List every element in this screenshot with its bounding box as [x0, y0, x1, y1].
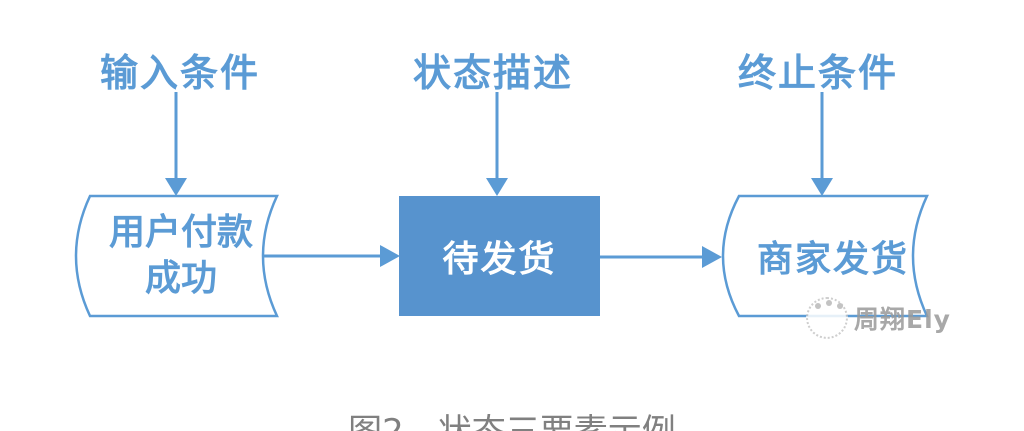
input-node-label: 用户付款 成功 — [108, 212, 253, 299]
figure-caption: 图2 状态三要素示例 — [0, 404, 1024, 431]
arrow-right-input-to-state — [263, 245, 400, 267]
watermark: 周翔Ely — [806, 297, 951, 339]
termination-node-shape — [721, 194, 929, 318]
arrow-down-state — [486, 92, 508, 196]
paw-logo-icon — [806, 297, 848, 339]
label-termination-condition: 终止条件 — [737, 51, 898, 95]
arrow-down-termination — [811, 92, 833, 196]
state-node-shape — [399, 196, 600, 316]
input-node-shape — [74, 194, 279, 318]
arrow-right-state-to-termination — [600, 246, 722, 268]
arrow-down-input — [165, 92, 187, 196]
label-state-description: 状态描述 — [412, 51, 573, 95]
termination-node-label: 商家发货 — [756, 239, 909, 280]
state-node-label: 待发货 — [442, 239, 557, 280]
label-input-condition: 输入条件 — [99, 51, 260, 95]
watermark-text: 周翔Ely — [854, 305, 951, 334]
